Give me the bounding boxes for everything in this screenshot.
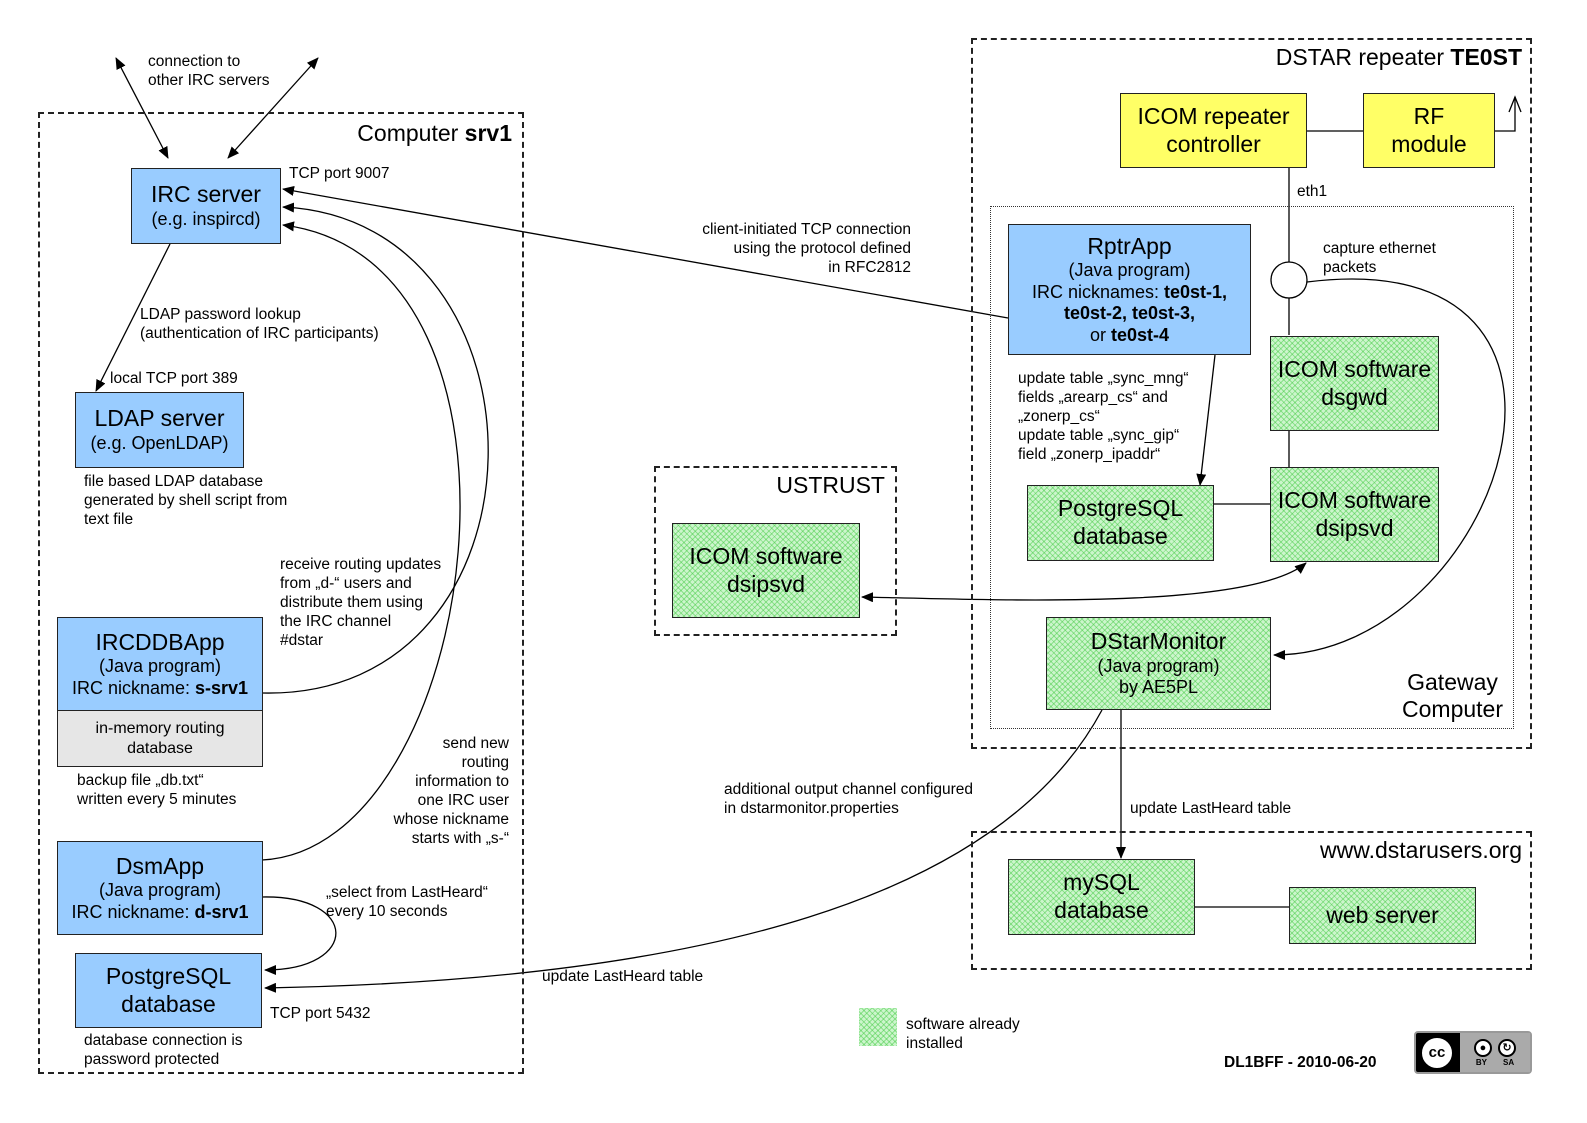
mysql-db-box[interactable]: mySQL database — [1008, 859, 1195, 935]
region-srv1-title: Computer srv1 — [357, 120, 512, 146]
arrow-capture-to-dstarmonitor — [1273, 278, 1506, 660]
label-send-new-routing: send new routing information to one IRC … — [393, 735, 509, 847]
irc-server-box[interactable]: IRC server (e.g. inspircd) — [131, 168, 281, 244]
label-update-lastheard-right: update LastHeard table — [1130, 800, 1292, 817]
arrow-dsmapp-to-irc — [261, 221, 461, 861]
label-select-lastheard: „select from LastHeard“ every 10 seconds — [326, 884, 488, 920]
region-te0st: DSTAR repeater TE0ST — [971, 38, 1532, 749]
label-receive-routing: receive routing updates from „d-“ users … — [280, 556, 442, 649]
author-label: DL1BFF - 2010-06-20 — [1224, 1054, 1377, 1071]
ircddbapp-nickname: IRC nickname: s-srv1 — [71, 677, 249, 698]
label-backup-file: backup file „db.txt“ written every 5 min… — [77, 772, 237, 808]
arrow-rptrapp-to-postgres-gw — [1196, 354, 1216, 486]
legend-label: software already installed — [906, 1016, 1020, 1052]
region-ustrust: USTRUST — [654, 466, 897, 636]
dsmapp-box[interactable]: DsmApp (Java program) IRC nickname: d-sr… — [57, 841, 263, 935]
label-update-sync: update table „sync_mng“ fields „arearp_c… — [1018, 370, 1189, 463]
region-dstarusers-title: www.dstarusers.org — [1320, 837, 1522, 863]
region-gateway-title: Gateway Computer — [1402, 669, 1503, 722]
cc-icon: cc — [1420, 1035, 1454, 1070]
label-connection-other-servers: connection to other IRC servers — [148, 53, 270, 89]
icom-dsgwd-box[interactable]: ICOM software dsgwd — [1270, 336, 1439, 431]
rf-antenna-tip — [1508, 95, 1522, 113]
icom-dsipsvd-gw-box[interactable]: ICOM software dsipsvd — [1270, 467, 1439, 562]
rf-antenna-line — [1495, 97, 1516, 132]
label-eth1: eth1 — [1297, 183, 1328, 200]
arrow-irc-to-ldap — [95, 243, 171, 392]
label-ldap-db-note: file based LDAP database generated by sh… — [84, 473, 288, 528]
label-ldap-lookup: LDAP password lookup (authentication of … — [140, 306, 379, 342]
rptrapp-box[interactable]: RptrApp (Java program) IRC nicknames: te… — [1008, 224, 1251, 355]
arrow-irc-to-other-servers-left — [115, 57, 169, 159]
postgres-gw-box[interactable]: PostgreSQL database — [1027, 485, 1214, 561]
web-server-box[interactable]: web server — [1289, 887, 1476, 944]
dstarmonitor-box[interactable]: DStarMonitor (Java program) by AE5PL — [1046, 617, 1271, 710]
ircddbapp-box[interactable]: IRCDDBApp (Java program) IRC nickname: s… — [57, 617, 263, 711]
arrow-dstarmonitor-to-postgres-srv1 — [264, 709, 1103, 993]
region-srv1: Computer srv1 — [38, 112, 524, 1074]
arrow-dsipsvd-link — [861, 562, 1307, 603]
region-ustrust-title: USTRUST — [776, 472, 885, 498]
rptrapp-nicknames: IRC nicknames: te0st-1, — [1031, 281, 1228, 302]
label-capture-packets: capture ethernet packets — [1323, 240, 1436, 276]
by-icon: ● — [1474, 1038, 1492, 1057]
arrow-ircddbapp-to-irc — [261, 202, 489, 694]
rf-module-box[interactable]: RF module — [1363, 93, 1495, 168]
region-dstarusers: www.dstarusers.org — [971, 831, 1532, 970]
label-tcp-5432: TCP port 5432 — [270, 1005, 371, 1022]
region-te0st-title: DSTAR repeater TE0ST — [1275, 44, 1522, 70]
postgres-srv1-box[interactable]: PostgreSQL database — [75, 953, 262, 1028]
arrow-rptrapp-to-irc — [282, 186, 1009, 319]
arrow-dsmapp-to-postgres — [261, 896, 337, 975]
arrow-irc-to-other-servers-right — [227, 57, 319, 159]
label-update-lastheard-left: update LastHeard table — [542, 968, 704, 985]
ldap-server-box[interactable]: LDAP server (e.g. OpenLDAP) — [75, 392, 244, 468]
icom-dsipsvd-ustrust-box[interactable]: ICOM software dsipsvd — [672, 523, 860, 618]
sa-icon: ↻ — [1498, 1038, 1516, 1057]
creative-commons-by-sa-icon: cc ● ↻ BY SA — [1414, 1031, 1532, 1074]
label-db-password: database connection is password protecte… — [84, 1032, 243, 1068]
label-client-initiated: client-initiated TCP connection using th… — [702, 221, 911, 276]
region-gateway: Gateway Computer — [990, 206, 1514, 729]
legend-swatch — [859, 1008, 897, 1046]
label-tcp-9007: TCP port 9007 — [289, 165, 390, 182]
inmemory-db-box[interactable]: in-memory routing database — [57, 710, 263, 767]
label-local-tcp-389: local TCP port 389 — [110, 370, 238, 387]
dsmapp-nickname: IRC nickname: d-srv1 — [71, 901, 249, 922]
icom-controller-box[interactable]: ICOM repeater controller — [1120, 93, 1307, 168]
label-additional-output: additional output channel configured in … — [724, 781, 974, 817]
